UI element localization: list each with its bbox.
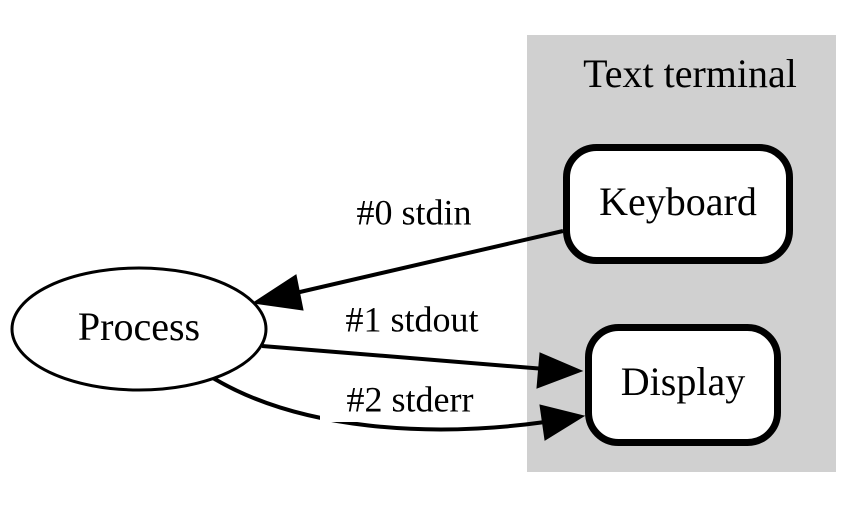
edge-stdin [251,229,564,311]
node-display-label: Display [621,359,745,404]
edge-stdout-label-backdrop [318,300,506,342]
node-keyboard-label: Keyboard [599,179,757,224]
edge-stdin-arrowhead [251,274,304,311]
edge-stdin-label-backdrop [330,193,498,235]
edge-stderr-line [211,376,546,432]
edge-stdout [261,344,584,389]
edge-stderr-label-backdrop [320,380,500,422]
edge-stderr-label: #2 stderr [347,379,474,419]
edge-stdin-line [286,229,564,297]
node-process[interactable]: Process [10,266,268,392]
edge-stderr [211,376,586,441]
edge-stdout-arrowhead [536,352,584,389]
node-keyboard[interactable]: Keyboard [563,144,793,264]
edge-stdout-line [261,344,546,371]
node-display[interactable]: Display [585,324,781,446]
edge-stdin-label: #0 stdin [356,192,471,232]
node-process-shape[interactable] [10,266,268,392]
cluster-label-text-terminal: Text terminal [583,51,797,96]
node-display-shape[interactable] [585,324,781,446]
edge-stderr-arrowhead [539,404,586,441]
edge-stdout-label: #1 stdout [345,299,478,339]
node-keyboard-shape[interactable] [563,144,793,264]
node-process-label: Process [78,304,200,349]
edge-label-group: #0 stdin #1 stdout #2 stderr [318,192,506,422]
